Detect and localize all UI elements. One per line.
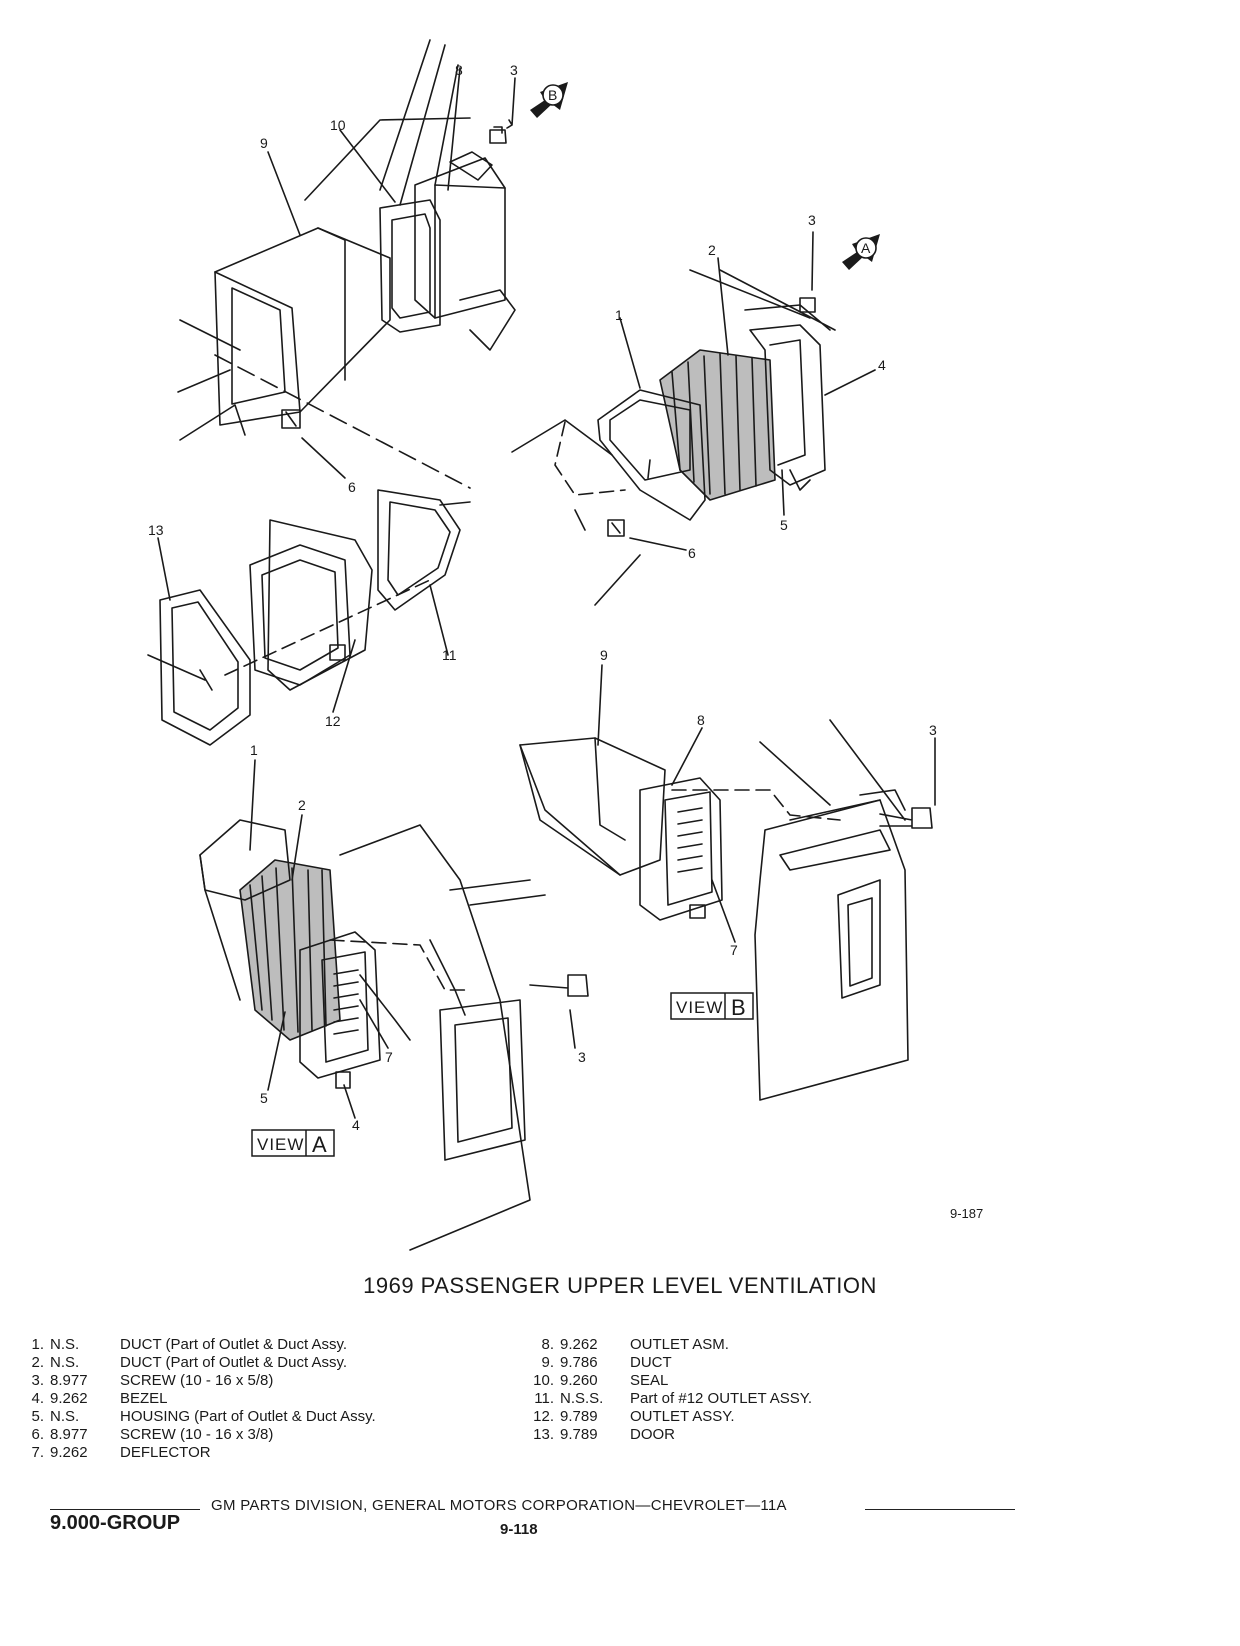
callout-7: 7 bbox=[385, 1049, 393, 1065]
legend-item: 11.N.S.S.Part of #12 OUTLET ASSY. bbox=[534, 1390, 813, 1407]
callout-4: 4 bbox=[878, 357, 886, 373]
view-a-letter: A bbox=[312, 1132, 327, 1157]
callout-3: 3 bbox=[510, 62, 518, 78]
callout-5: 5 bbox=[260, 1090, 268, 1106]
footer-rule bbox=[865, 1509, 1015, 1510]
upper-right-assembly bbox=[511, 231, 880, 606]
parts-legend-left: 1.N.S.DUCT (Part of Outlet & Duct Assy. … bbox=[22, 1336, 376, 1462]
callout-3: 3 bbox=[929, 722, 937, 738]
callout-6: 6 bbox=[348, 479, 356, 495]
callout-1: 1 bbox=[250, 742, 258, 758]
view-a-arrow-label: A bbox=[861, 240, 871, 256]
callout-1: 1 bbox=[615, 307, 623, 323]
callout-11: 11 bbox=[442, 647, 457, 663]
callout-9: 9 bbox=[260, 135, 268, 151]
callout-13: 13 bbox=[148, 522, 164, 538]
callout-3: 3 bbox=[808, 212, 816, 228]
exploded-parts-diagram: 8 3 10 9 3 2 1 4 6 6 5 13 11 12 9 8 3 1 … bbox=[147, 39, 983, 1251]
callout-8: 8 bbox=[455, 62, 463, 78]
legend-item: 2.N.S.DUCT (Part of Outlet & Duct Assy. bbox=[31, 1354, 348, 1371]
legend-item: 1.N.S.DUCT (Part of Outlet & Duct Assy. bbox=[31, 1336, 348, 1353]
footer-division: GM PARTS DIVISION, GENERAL MOTORS CORPOR… bbox=[211, 1497, 787, 1514]
callout-4: 4 bbox=[352, 1117, 360, 1133]
callout-labels: 8 3 10 9 3 2 1 4 6 6 5 13 11 12 9 8 3 1 … bbox=[148, 62, 937, 1133]
callout-8: 8 bbox=[697, 712, 705, 728]
view-a-assembly bbox=[199, 759, 589, 1251]
diagram-title: 1969 PASSENGER UPPER LEVEL VENTILATION bbox=[363, 1273, 877, 1298]
view-a-word: VIEW bbox=[257, 1135, 304, 1154]
middle-left-assembly bbox=[147, 489, 471, 746]
view-b-arrow-label: B bbox=[548, 87, 557, 103]
view-b-label: VIEW B bbox=[670, 992, 754, 1020]
view-b-word: VIEW bbox=[676, 998, 723, 1017]
callout-9: 9 bbox=[600, 647, 608, 663]
callout-10: 10 bbox=[330, 117, 346, 133]
callout-6: 6 bbox=[688, 545, 696, 561]
callout-3: 3 bbox=[578, 1049, 586, 1065]
figure-number: 9-187 bbox=[950, 1206, 983, 1221]
view-b-assembly bbox=[519, 664, 936, 1101]
footer-rule bbox=[50, 1509, 200, 1510]
view-b-letter: B bbox=[731, 995, 746, 1020]
upper-left-assembly bbox=[177, 39, 568, 489]
footer-group: 9.000-GROUP bbox=[50, 1512, 181, 1534]
callout-2: 2 bbox=[708, 242, 716, 258]
view-a-label: VIEW A bbox=[251, 1129, 335, 1157]
callout-12: 12 bbox=[325, 713, 341, 729]
page-number: 9-118 bbox=[500, 1521, 538, 1538]
callout-7: 7 bbox=[730, 942, 738, 958]
callout-5: 5 bbox=[780, 517, 788, 533]
callout-2: 2 bbox=[298, 797, 306, 813]
legend-item: 5.N.S.HOUSING (Part of Outlet & Duct Ass… bbox=[31, 1408, 376, 1425]
